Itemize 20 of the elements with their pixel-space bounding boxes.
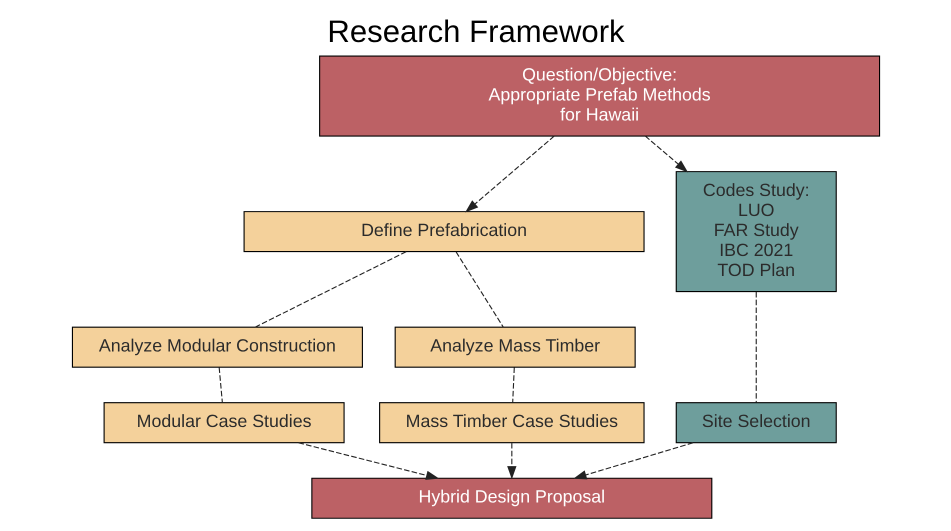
node-box: Hybrid Design Proposal (310, 478, 712, 519)
arrow (298, 442, 439, 480)
node-box: Question/Objective: Appropriate Prefab Methods for Hawaii (318, 56, 880, 137)
node-box: Modular Case Studies (103, 402, 344, 444)
connector (254, 251, 406, 328)
arrow (572, 442, 693, 480)
node-box: Analyze Mass Timber (394, 326, 636, 368)
connector (755, 292, 756, 403)
arrow (644, 136, 688, 173)
node-box: Codes Study: LUO FAR Study IBC 2021 TOD Plan (675, 171, 836, 292)
node-box: Analyze Modular Construction (71, 326, 362, 368)
diagram-title: Research Framework (326, 14, 624, 50)
connector (218, 367, 222, 402)
arrow (464, 136, 554, 212)
node-box: Define Prefabrication (243, 211, 644, 252)
node-box: Site Selection (675, 402, 836, 444)
arrow (506, 443, 516, 480)
connector (512, 368, 514, 402)
node-box: Mass Timber Case Studies (378, 402, 644, 444)
connector (455, 252, 504, 328)
